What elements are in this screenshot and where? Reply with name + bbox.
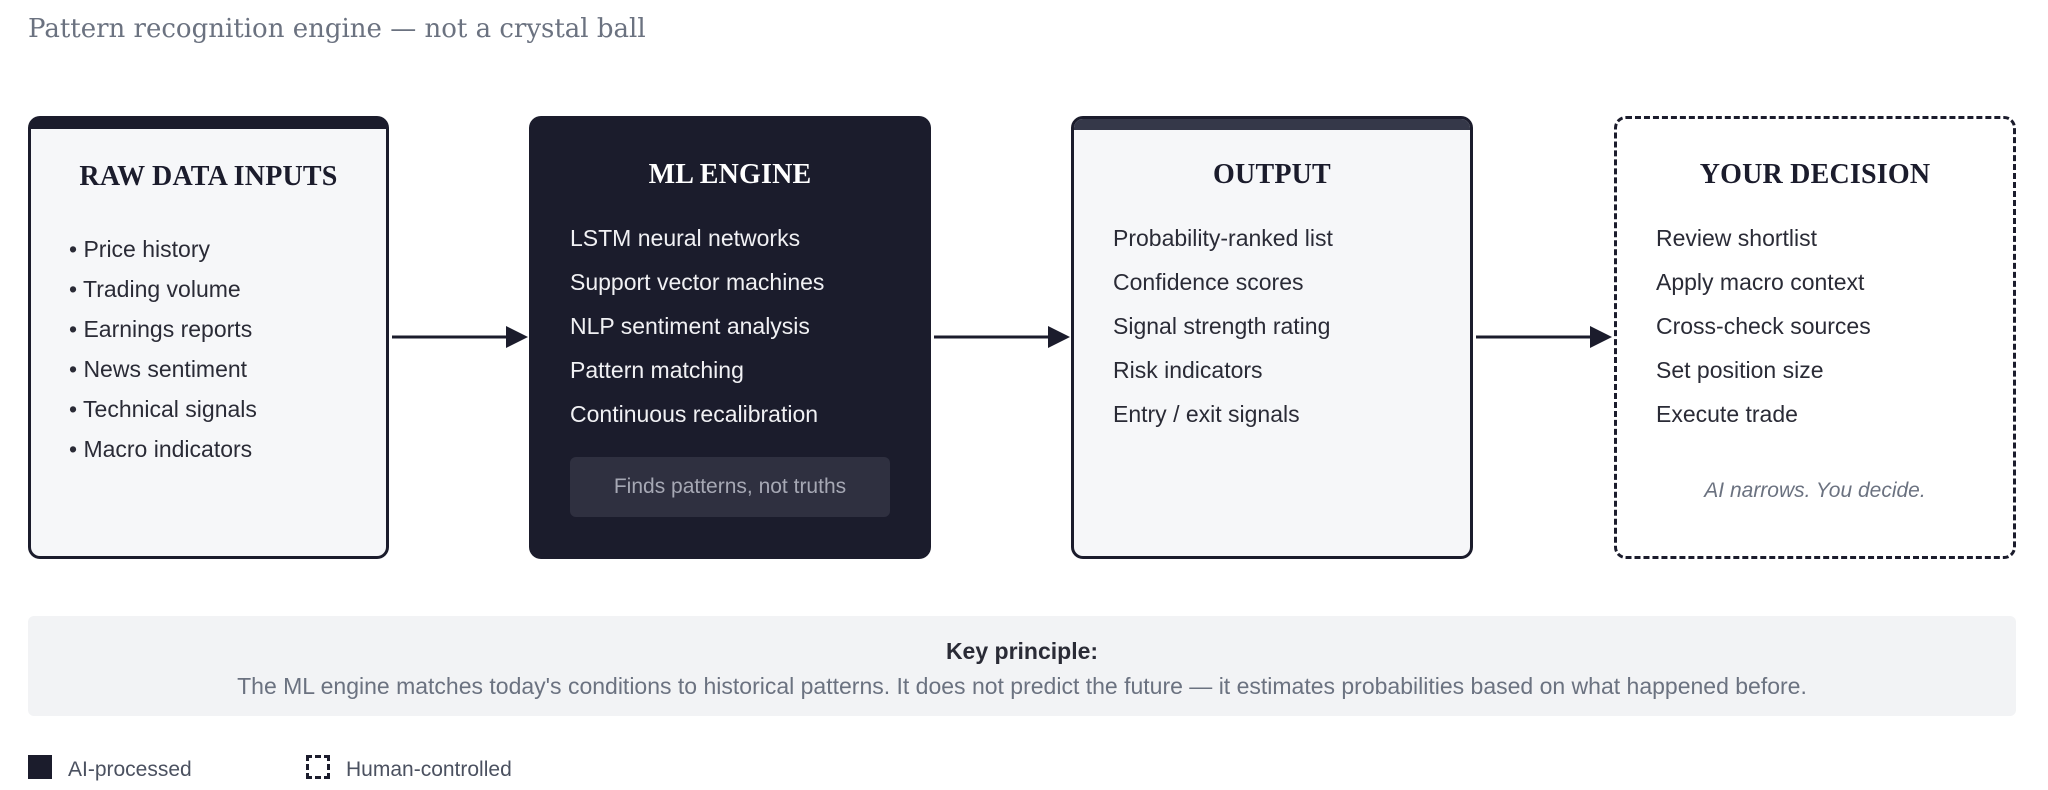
list-item: Execute trade [1656, 401, 1798, 427]
list-item: • Earnings reports [69, 316, 253, 342]
arrow-inputs-to-ml [392, 326, 528, 348]
raw-data-inputs-box: RAW DATA INPUTS • Price history • Tradin… [28, 116, 389, 559]
key-principle-text: The ML engine matches today's conditions… [237, 673, 1807, 699]
ml-engine-box: ML ENGINE LSTM neural networks Support v… [529, 116, 931, 559]
list-item: Apply macro context [1656, 269, 1865, 295]
output-list: Probability-ranked list Confidence score… [1113, 216, 1333, 436]
list-item: NLP sentiment analysis [570, 313, 810, 339]
your-decision-title: YOUR DECISION [1699, 159, 1931, 190]
list-item: Confidence scores [1113, 269, 1304, 295]
list-item: • Technical signals [69, 396, 257, 422]
list-item: Review shortlist [1656, 225, 1818, 251]
list-item: • Macro indicators [69, 436, 253, 462]
output-title: OUTPUT [1213, 159, 1331, 190]
legend-ai-label: AI-processed [68, 758, 192, 781]
list-item: • Trading volume [69, 276, 241, 302]
list-item: Entry / exit signals [1113, 401, 1300, 427]
ml-engine-note: Finds patterns, not truths [570, 457, 890, 517]
ml-engine-list: LSTM neural networks Support vector mach… [570, 216, 824, 436]
list-item: • Price history [69, 236, 210, 262]
your-decision-box: YOUR DECISION Review shortlist Apply mac… [1614, 116, 2016, 559]
list-item: Probability-ranked list [1113, 225, 1333, 251]
ml-engine-title: ML ENGINE [648, 159, 812, 190]
list-item: LSTM neural networks [570, 225, 801, 251]
key-principle-panel: Key principle: The ML engine matches tod… [28, 616, 2016, 716]
list-item: Pattern matching [570, 357, 744, 383]
list-item: Support vector machines [570, 269, 825, 295]
list-item: Set position size [1656, 357, 1824, 383]
raw-data-inputs-list: • Price history • Trading volume • Earni… [69, 229, 257, 469]
legend-human-label: Human-controlled [346, 758, 512, 781]
output-box: OUTPUT Probability-ranked list Confidenc… [1071, 116, 1473, 559]
subtitle: Pattern recognition engine — not a cryst… [28, 14, 646, 44]
your-decision-list: Review shortlist Apply macro context Cro… [1656, 216, 1871, 436]
key-principle-title: Key principle: [945, 638, 1099, 664]
list-item: • News sentiment [69, 356, 248, 382]
arrow-output-to-decision [1476, 326, 1612, 348]
list-item: Signal strength rating [1113, 313, 1331, 339]
list-item: Risk indicators [1113, 357, 1263, 383]
arrow-ml-to-output [934, 326, 1070, 348]
list-item: Cross-check sources [1656, 313, 1871, 339]
dashed-square-icon [306, 755, 330, 779]
list-item: Continuous recalibration [570, 401, 819, 427]
your-decision-note: AI narrows. You decide. [1704, 479, 1926, 502]
solid-square-icon [28, 755, 52, 779]
raw-data-inputs-title: RAW DATA INPUTS [79, 161, 338, 192]
